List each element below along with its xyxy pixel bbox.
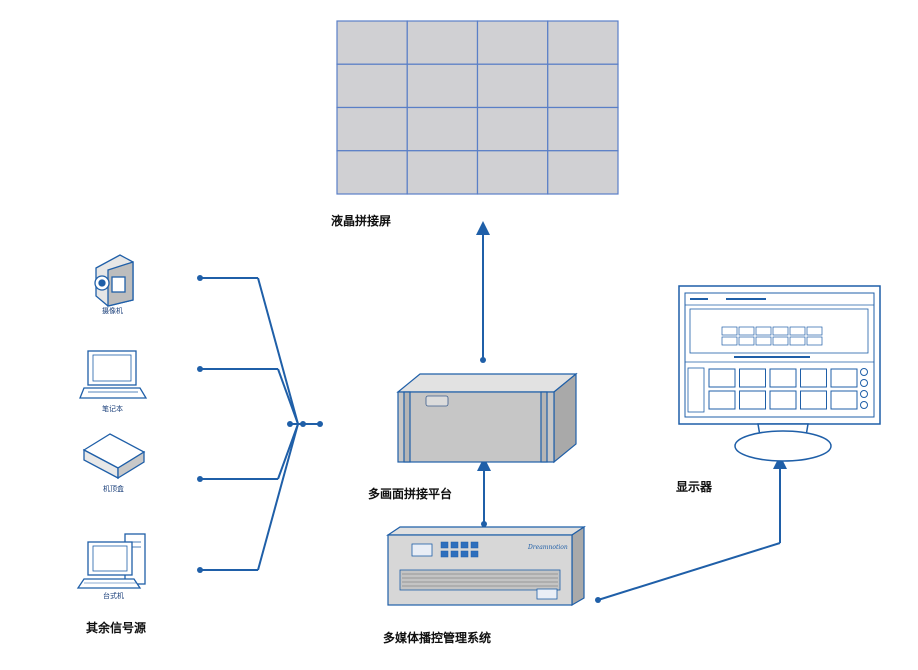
wall-panel	[547, 63, 619, 109]
wall-panel	[336, 106, 408, 152]
line-monitor-to-controller	[597, 542, 781, 601]
monitor-tile	[708, 390, 736, 410]
keypad-key	[440, 550, 449, 558]
wall-panel	[336, 63, 408, 109]
mini-wall-cell	[721, 326, 738, 336]
keypad-key	[470, 541, 479, 549]
monitor-tile	[800, 368, 827, 388]
mini-wall-cell	[721, 336, 738, 346]
wall-panel	[336, 20, 408, 65]
monitor-tile	[739, 390, 766, 410]
wall-panel	[406, 63, 479, 109]
wall-panel	[406, 150, 479, 195]
controller-brand: Dreamnotion	[527, 544, 568, 551]
monitor-wall-preview	[721, 326, 823, 346]
keypad-key	[450, 550, 459, 558]
wall-panel	[547, 106, 619, 152]
wall-panel	[547, 20, 619, 65]
keypad-key	[450, 541, 459, 549]
monitor-tile	[708, 368, 736, 388]
connection-dots	[197, 275, 601, 603]
connection-lines	[200, 221, 787, 601]
monitor-tile	[830, 390, 858, 410]
monitor-tile	[769, 390, 797, 410]
wall-panel	[476, 63, 549, 109]
splicing-platform	[396, 372, 578, 464]
camera-icon	[94, 254, 134, 307]
keypad-key	[440, 541, 449, 549]
wall-panel	[547, 150, 619, 195]
controller-keypad	[440, 541, 479, 558]
splicer-label: 多画面拼接平台	[368, 486, 452, 501]
set-top-box-icon	[82, 433, 146, 480]
mini-wall-cell	[806, 336, 823, 346]
mini-wall-cell	[755, 336, 772, 346]
video-wall-label: 液晶拼接屏	[331, 213, 391, 228]
desktop-computer-icon	[76, 533, 146, 589]
monitor-tile	[800, 390, 827, 410]
source-line-camera-diag	[257, 277, 299, 425]
wall-panel	[406, 20, 479, 65]
controller-vent-lines	[402, 573, 558, 587]
splicer-logo-icon	[425, 395, 449, 407]
source-label-laptop: 笔记本	[102, 404, 123, 413]
monitor-round-buttons	[860, 368, 868, 409]
wall-panel	[406, 106, 479, 152]
mini-wall-cell	[738, 336, 755, 346]
multimedia-controller	[386, 525, 586, 607]
wall-panel	[476, 20, 549, 65]
monitor	[678, 285, 881, 462]
keypad-key	[460, 550, 469, 558]
monitor-toolbar	[690, 298, 766, 300]
monitor-tile	[739, 368, 766, 388]
controller-label: 多媒体播控管理系统	[383, 630, 491, 645]
laptop-icon	[79, 350, 148, 399]
controller-port-panel	[536, 588, 558, 600]
mini-wall-cell	[806, 326, 823, 336]
wall-panel	[476, 106, 549, 152]
other-sources-label: 其余信号源	[86, 620, 146, 635]
mini-wall-cell	[772, 326, 789, 336]
controller-screen-icon	[411, 543, 433, 557]
monitor-tile	[830, 368, 858, 388]
source-label-camera: 摄像机	[102, 306, 123, 315]
monitor-label: 显示器	[676, 480, 713, 494]
lcd-video-wall	[336, 20, 619, 195]
wall-panel	[336, 150, 408, 195]
keypad-key	[460, 541, 469, 549]
source-line-laptop-diag	[277, 368, 299, 425]
mini-wall-cell	[772, 336, 789, 346]
mini-wall-cell	[789, 336, 806, 346]
source-label-desktop: 台式机	[103, 591, 124, 600]
wall-panel	[476, 150, 549, 195]
keypad-key	[470, 550, 479, 558]
mini-wall-cell	[755, 326, 772, 336]
mini-wall-cell	[789, 326, 806, 336]
source-line-desktop-diag	[257, 423, 299, 571]
monitor-tile	[769, 368, 797, 388]
monitor-side-panel	[687, 367, 705, 413]
monitor-tile-grid	[708, 368, 858, 410]
source-label-set-top-box: 机顶盒	[103, 484, 124, 493]
mini-wall-cell	[738, 326, 755, 336]
